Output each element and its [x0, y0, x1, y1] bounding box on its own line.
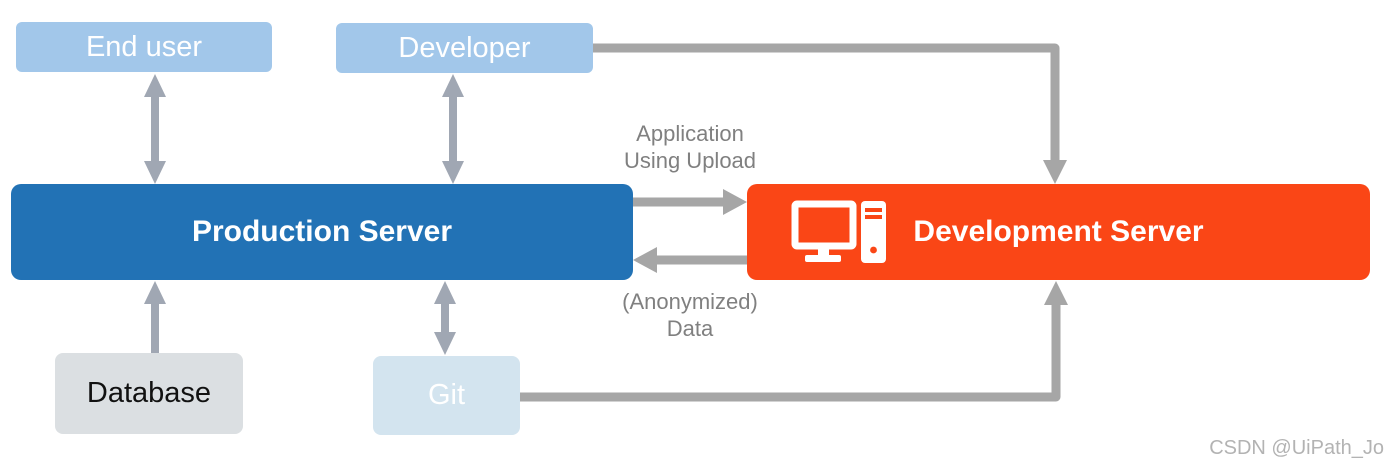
edge-git-development [520, 281, 1068, 402]
production-server-label: Production Server [191, 215, 453, 248]
database-label: Database [86, 377, 212, 409]
upload-label-line1: Application [636, 121, 744, 146]
node-database: Database [55, 353, 243, 434]
node-development-server: Development Server [747, 184, 1370, 280]
node-end-user: End user [16, 22, 272, 72]
node-production-server: Production Server [11, 184, 633, 280]
node-git: Git [373, 356, 520, 435]
watermark: CSDN @UiPath_Jo [1209, 437, 1384, 459]
edge-label-anonymized-data: (Anonymized) Data [570, 288, 810, 342]
edge-git-production [434, 281, 456, 355]
edge-developer-production [442, 74, 464, 184]
edge-development-production [633, 247, 747, 273]
anonymized-label-line2: Data [666, 316, 714, 341]
upload-label-line2: Using Upload [623, 148, 757, 173]
edge-production-development [633, 189, 747, 215]
development-server-label: Development Server [913, 215, 1204, 248]
developer-label: Developer [398, 31, 531, 64]
edge-enduser-production [144, 74, 166, 184]
end-user-label: End user [85, 30, 203, 63]
anonymized-label-line1: (Anonymized) [622, 289, 758, 314]
desktop-computer-icon [791, 200, 886, 263]
edge-label-application-using-upload: Application Using Upload [570, 120, 810, 174]
edge-database-production [144, 281, 166, 356]
edge-developer-development [593, 43, 1067, 184]
git-label: Git [427, 379, 466, 411]
node-developer: Developer [336, 23, 593, 73]
